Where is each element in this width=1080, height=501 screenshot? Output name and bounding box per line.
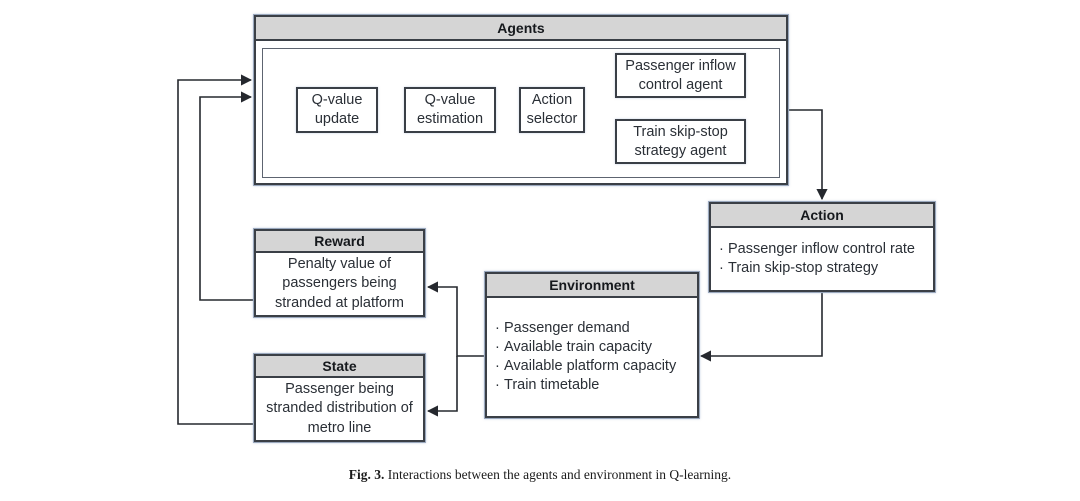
reward-line: stranded at platform xyxy=(275,294,404,311)
agents-title: Agents xyxy=(254,15,788,41)
reward-body: Penalty value of passengers being strand… xyxy=(254,253,425,317)
flow-environment-to-reward xyxy=(426,281,484,357)
agents-inner-frame xyxy=(262,48,780,178)
environment-container: Environment Passenger demand Available t… xyxy=(484,271,700,419)
reward-title: Reward xyxy=(254,229,425,253)
flow-agents-to-action xyxy=(787,109,828,201)
q-value-estimation-line1: Q-value xyxy=(424,92,476,109)
flow-state-to-agents xyxy=(177,74,255,425)
passenger-inflow-control-agent-line1: Passenger inflow xyxy=(625,57,736,74)
reward-line: Penalty value of xyxy=(287,256,392,273)
train-skip-stop-strategy-agent-line2: strategy agent xyxy=(634,142,727,159)
reward-container: Reward Penalty value of passengers being… xyxy=(253,228,426,318)
action-item: Passenger inflow control rate xyxy=(719,240,933,259)
passenger-inflow-control-agent-box[interactable]: Passenger inflow control agent xyxy=(615,53,746,98)
flow-action-to-environment xyxy=(699,293,823,362)
action-body: Passenger inflow control rate Train skip… xyxy=(709,228,935,292)
environment-item: Available train capacity xyxy=(495,338,697,357)
passenger-inflow-control-agent-line2: control agent xyxy=(638,76,723,93)
state-body: Passenger being stranded distribution of… xyxy=(254,378,425,442)
figure-caption-text: Interactions between the agents and envi… xyxy=(387,467,732,482)
flow-reward-to-agents xyxy=(199,91,255,301)
q-value-update-line2: update xyxy=(314,111,360,127)
environment-item: Passenger demand xyxy=(495,319,697,338)
action-selector-box[interactable]: Action selector xyxy=(519,87,585,133)
state-line: stranded distribution of xyxy=(266,400,413,417)
reward-line: passengers being xyxy=(282,275,397,292)
state-title: State xyxy=(254,354,425,378)
q-value-update-line1: Q-value xyxy=(311,92,363,109)
figure-caption-label: Fig. 3. xyxy=(348,467,385,482)
q-value-estimation-box[interactable]: Q-value estimation xyxy=(404,87,496,133)
flow-environment-to-state xyxy=(426,356,458,417)
action-container: Action Passenger inflow control rate Tra… xyxy=(708,201,936,293)
train-skip-stop-strategy-agent-line1: Train skip-stop xyxy=(633,123,728,140)
q-value-estimation-line2: estimation xyxy=(416,111,484,127)
state-line: Passenger being xyxy=(285,381,394,398)
action-item: Train skip-stop strategy xyxy=(719,259,933,278)
environment-item: Available platform capacity xyxy=(495,357,697,376)
state-container: State Passenger being stranded distribut… xyxy=(253,353,426,443)
action-title: Action xyxy=(709,202,935,228)
environment-body: Passenger demand Available train capacit… xyxy=(485,298,699,418)
figure-caption: Fig. 3. Interactions between the agents … xyxy=(0,467,1080,483)
environment-item: Train timetable xyxy=(495,376,697,395)
train-skip-stop-strategy-agent-box[interactable]: Train skip-stop strategy agent xyxy=(615,119,746,164)
state-line: metro line xyxy=(307,419,372,436)
q-value-update-box[interactable]: Q-value update xyxy=(296,87,378,133)
action-selector-line1: Action xyxy=(531,92,573,109)
action-selector-line2: selector xyxy=(526,111,578,127)
environment-title: Environment xyxy=(485,272,699,298)
